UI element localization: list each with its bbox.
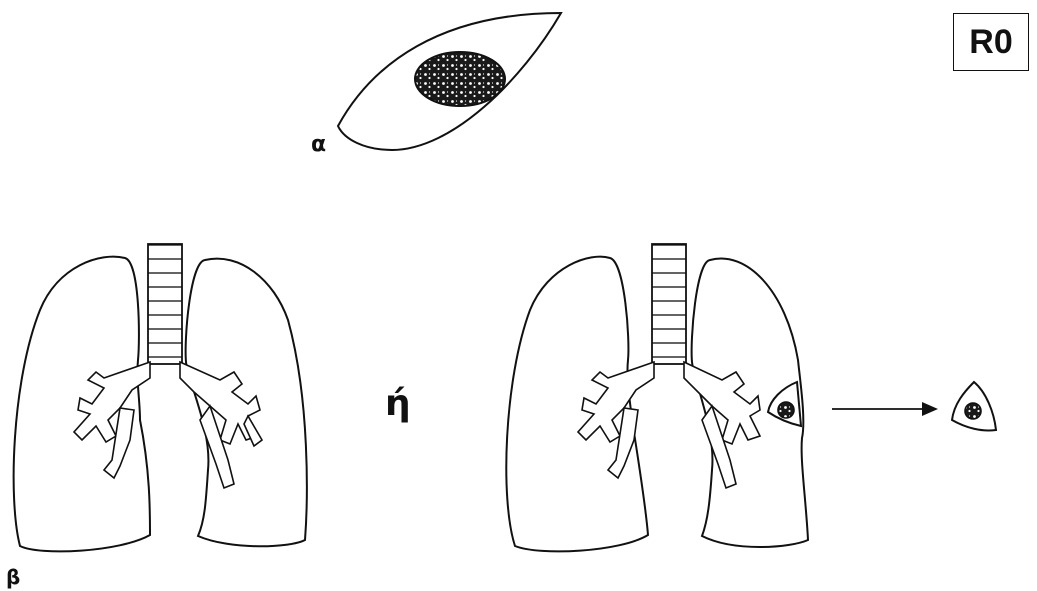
lungs-after xyxy=(506,244,808,551)
resection-status-badge: R0 xyxy=(953,13,1029,71)
panel-a-label: α xyxy=(311,132,326,157)
panel-b-label: β xyxy=(6,565,20,589)
resected-wedge-specimen xyxy=(952,382,996,431)
trachea-after xyxy=(652,244,686,364)
tumor-mass xyxy=(415,52,505,106)
trachea xyxy=(148,244,182,364)
or-symbol: ή xyxy=(385,383,411,424)
arrow-right-icon xyxy=(832,402,938,416)
panel-a-specimen xyxy=(338,13,561,150)
lungs-before xyxy=(14,244,307,551)
resected-nodule-in-lung xyxy=(778,402,794,418)
resected-nodule xyxy=(965,403,981,419)
